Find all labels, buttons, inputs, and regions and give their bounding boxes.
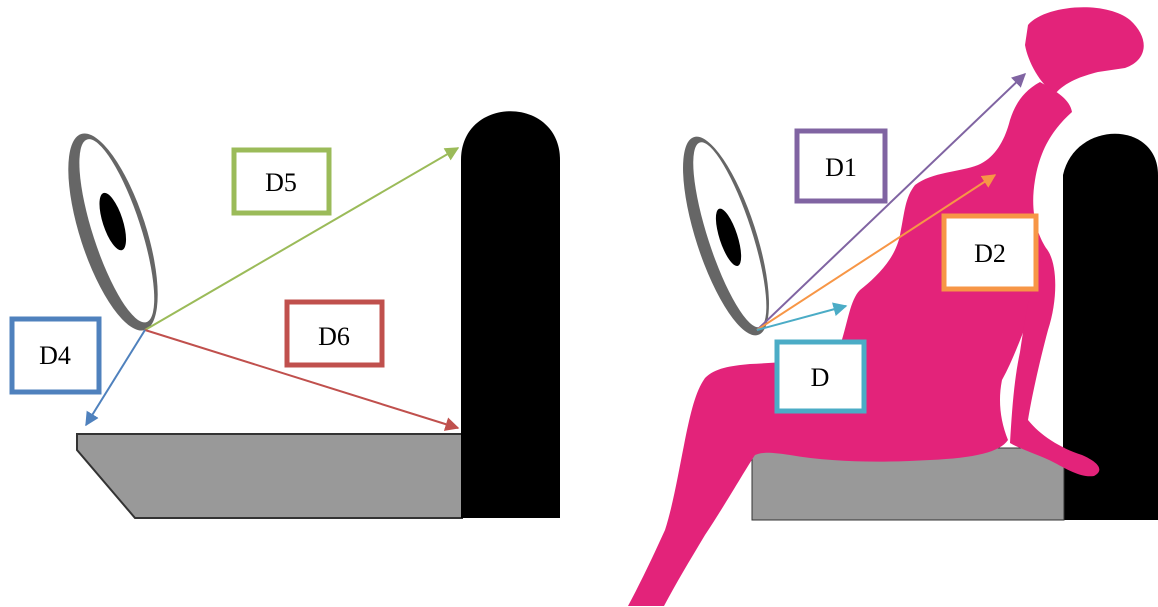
seat-backrest-left [461,111,560,518]
label-box-d2 [941,213,1039,292]
arrow-d1 [756,73,1027,331]
arrow-d4 [85,329,146,427]
label-box-d [774,339,867,414]
arrow-d [756,302,848,331]
label-d1: D1 [825,153,857,182]
label-d6: D6 [318,322,350,351]
seat-backrest-right [1063,133,1158,520]
label-d5: D5 [265,168,297,197]
label-d4: D4 [39,341,71,370]
label-box-d4 [9,316,102,395]
label-d2: D2 [974,239,1006,268]
arrow-d5 [144,147,460,331]
arrow-d6 [144,329,460,431]
left-panel: D5 D6 D4 [9,111,560,519]
label-box-d6 [284,299,385,368]
seat-cushion-left [76,433,463,519]
eye-shaped-sensor-icon [683,136,769,336]
eye-shaped-sensor-icon [68,133,158,331]
arrow-d2 [756,174,997,331]
right-panel: D1 D2 D [628,7,1158,606]
label-box-d5 [231,147,332,216]
label-d: D [811,363,830,392]
label-box-d1 [794,128,888,204]
